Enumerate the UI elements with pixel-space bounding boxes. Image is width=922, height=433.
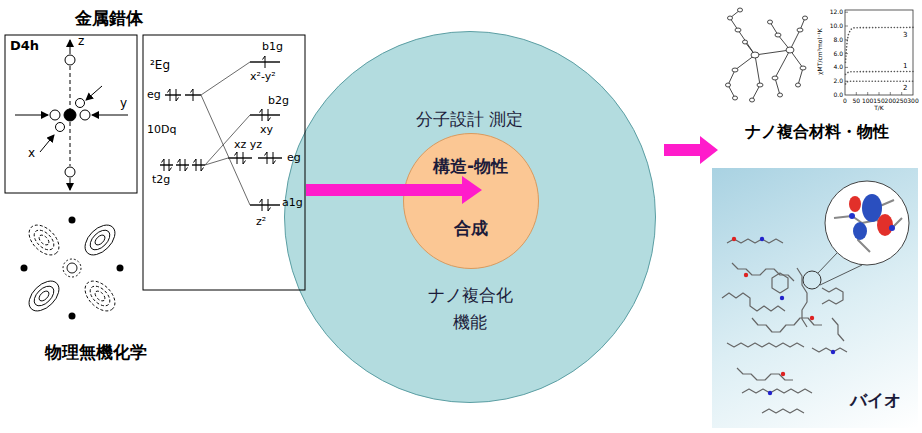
- label: χMT/cm³mol⁻¹K: [815, 29, 822, 76]
- label: 金属錯体: [75, 8, 143, 28]
- label: D4h: [10, 38, 39, 54]
- label: ²Eg: [150, 58, 170, 72]
- label: b1g: [262, 40, 283, 53]
- label: b2g: [268, 94, 289, 107]
- label: 10Dq: [147, 123, 176, 136]
- node-text: ナノ複合化 機能: [420, 282, 520, 336]
- orbital-contour: [21, 217, 124, 320]
- node-text: 分子設計 測定: [416, 108, 523, 132]
- label: 200: [885, 97, 896, 104]
- label: 10.0: [830, 22, 843, 29]
- label: 300: [907, 97, 918, 104]
- label: 50: [853, 97, 861, 104]
- label: y: [120, 96, 127, 110]
- label: ナノ複合材料・物性: [745, 122, 889, 141]
- orbital-splitting: [143, 35, 305, 290]
- node-text: 合成: [454, 218, 488, 238]
- label: 150: [873, 97, 884, 104]
- label: z: [78, 34, 84, 48]
- label: 250: [896, 97, 907, 104]
- d4h-sketch: [5, 35, 137, 193]
- label: 0: [843, 97, 847, 104]
- label: 2.0: [833, 77, 843, 84]
- node-text: 構造-物性: [433, 156, 508, 176]
- label: 1: [903, 62, 907, 70]
- label: x²-y²: [250, 70, 276, 83]
- label: 8.0: [833, 36, 843, 43]
- label: 12.0: [830, 8, 843, 15]
- label: T/K: [874, 104, 884, 111]
- label: 4.0: [833, 63, 843, 70]
- label: z²: [256, 215, 266, 228]
- label: xy: [260, 123, 273, 136]
- label: 物理無機化学: [45, 342, 147, 362]
- label: eg: [147, 88, 161, 101]
- magnetic-plot: [845, 10, 913, 95]
- label: xz yz: [234, 138, 262, 151]
- label: 3: [903, 31, 907, 39]
- crystal-structure: [726, 8, 808, 102]
- inner-circle: 構造-物性合成: [403, 133, 539, 269]
- label: eg: [287, 151, 301, 164]
- label: 100: [862, 97, 873, 104]
- label: a1g: [282, 196, 303, 209]
- label: 2: [903, 84, 907, 92]
- label: x: [28, 146, 35, 160]
- flow-arrow: [664, 136, 718, 164]
- label: 6.0: [833, 50, 843, 57]
- label: 0.0: [833, 91, 843, 98]
- node-text: バイオ: [850, 390, 901, 410]
- label: t2g: [152, 173, 170, 186]
- outer-circle: 分子設計 測定ナノ複合化 機能 構造-物性合成: [284, 31, 656, 403]
